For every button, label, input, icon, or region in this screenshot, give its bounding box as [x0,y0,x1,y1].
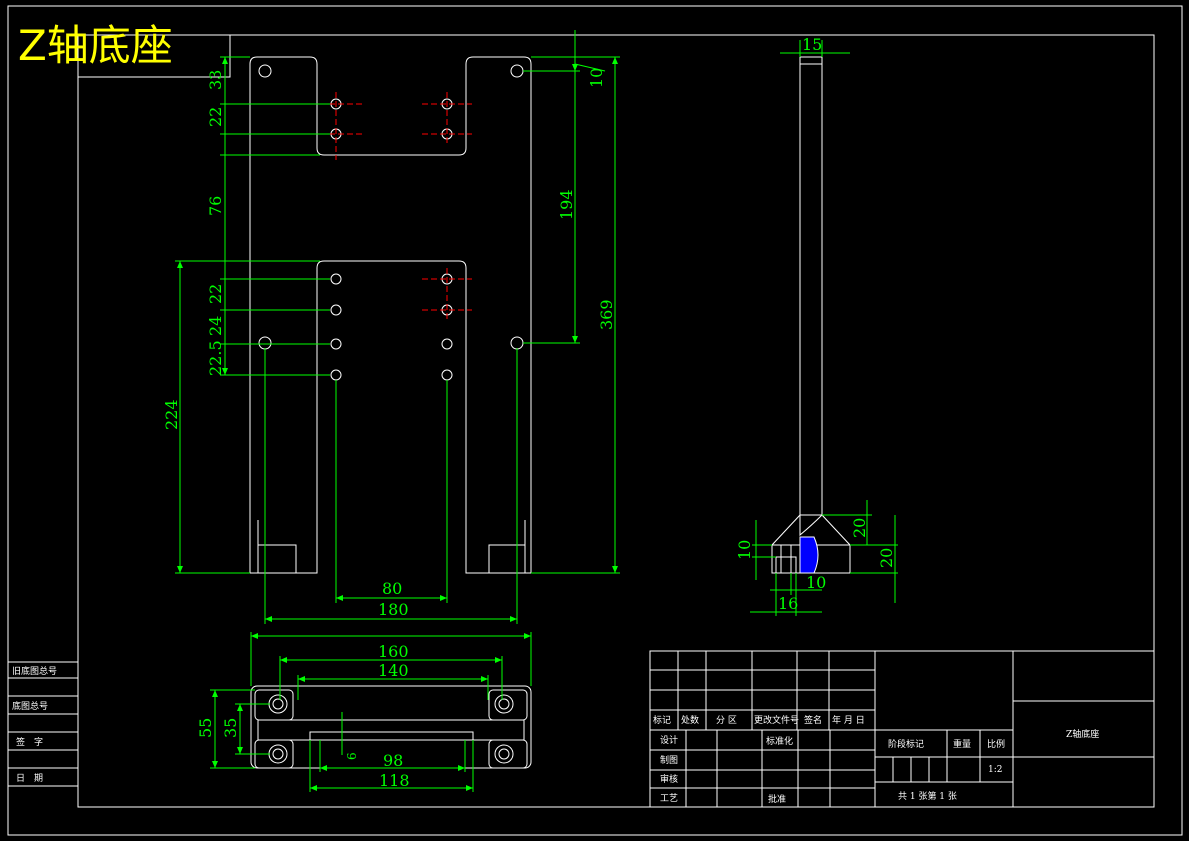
front-view: 33 22 76 22 24 22.5 224 194 369 10 80 18… [162,30,620,624]
dim-text: 10 [587,68,606,88]
dim-text: 22 [206,284,225,304]
dim-text: 180 [378,600,409,619]
tb-header: 处数 [681,714,699,726]
dim-text: 6 [345,752,359,760]
front-holes [258,64,524,381]
side-hatch [799,536,819,574]
dim-text: 35 [221,718,240,738]
left-strip-label: 签 字 [16,736,43,748]
tb-header: 更改文件号 [754,714,799,726]
tb-standard: 标准化 [766,735,793,747]
dim-text: 55 [196,718,215,738]
dim-text: 20 [850,518,869,538]
dim-text: 98 [383,751,403,770]
left-strip-label: 日 期 [16,773,43,784]
tb-row-label: 制图 [660,754,678,766]
dim-text: 10 [806,573,826,592]
tb-scale: 1:2 [988,765,1002,775]
tb-row-label: 工艺 [660,793,678,804]
dim-text: 369 [597,299,616,330]
tb-part-name: Z轴底座 [1066,728,1099,740]
tb-approve: 批准 [768,793,786,805]
tb-weight: 重量 [953,738,971,750]
tb-header: 分 区 [716,715,737,726]
front-outline [249,56,532,574]
title-block [649,650,1155,808]
dim-text: 24 [206,316,225,336]
front-centerlines [320,92,472,320]
dim-text: 118 [379,771,410,790]
dim-text: 33 [206,70,225,90]
dim-text: 194 [557,189,576,220]
dim-text: 16 [778,594,798,613]
tb-row-label: 设计 [660,734,678,746]
left-strip-labels: 旧底图总号 底图总号 签 字 日 期 [12,665,57,784]
dim-text: 80 [382,579,402,598]
dim-text: 22 [206,107,225,127]
front-dim-arrows [177,57,618,622]
dim-text: 140 [378,661,409,680]
tb-header: 标记 [653,714,671,726]
bottom-outline [250,685,532,769]
bottom-dimension-lines [210,632,532,792]
side-view: 15 20 20 10 16 10 [735,35,898,616]
bottom-dim-arrows [212,633,531,791]
bottom-view: 160 140 55 35 6 98 118 [196,632,532,792]
left-strip-label: 旧底图总号 [12,665,57,677]
tb-sheets: 共 1 张第 1 张 [898,790,957,802]
dim-text: 10 [735,540,754,560]
title-corner-box [77,34,231,78]
front-slots [257,515,526,574]
dim-text: 15 [802,35,822,54]
left-strip [8,661,78,787]
dim-text: 22.5 [206,340,225,376]
drawing-frame [7,5,1183,836]
tb-header: 年 月 日 [832,714,865,726]
dim-text: 20 [877,548,896,568]
tb-stage-mark: 阶段标记 [888,738,924,750]
title-block-texts: 标记 处数 分 区 更改文件号 签名 年 月 日 设计 制图 审核 工艺 标准化… [653,714,1099,805]
inner-border [77,34,1155,808]
left-strip-label: 底图总号 [12,700,48,712]
side-dimension-texts: 15 20 20 10 16 10 [735,35,896,613]
tb-scale-label: 比例 [987,738,1005,750]
dim-text: 160 [378,642,409,661]
side-dimension-lines [750,40,898,616]
tb-row-label: 审核 [660,773,678,785]
side-outline [771,56,851,574]
outer-border [7,5,1183,836]
bottom-dimension-texts: 160 140 55 35 6 98 118 [196,642,410,790]
front-dimension-texts: 33 22 76 22 24 22.5 224 194 369 10 80 18… [162,68,616,619]
front-dimension-lines [175,30,620,624]
tb-header: 签名 [804,714,822,726]
dim-text: 224 [162,399,181,430]
dim-text: 76 [206,196,225,216]
drawing-title: Z轴底座 [18,21,173,70]
